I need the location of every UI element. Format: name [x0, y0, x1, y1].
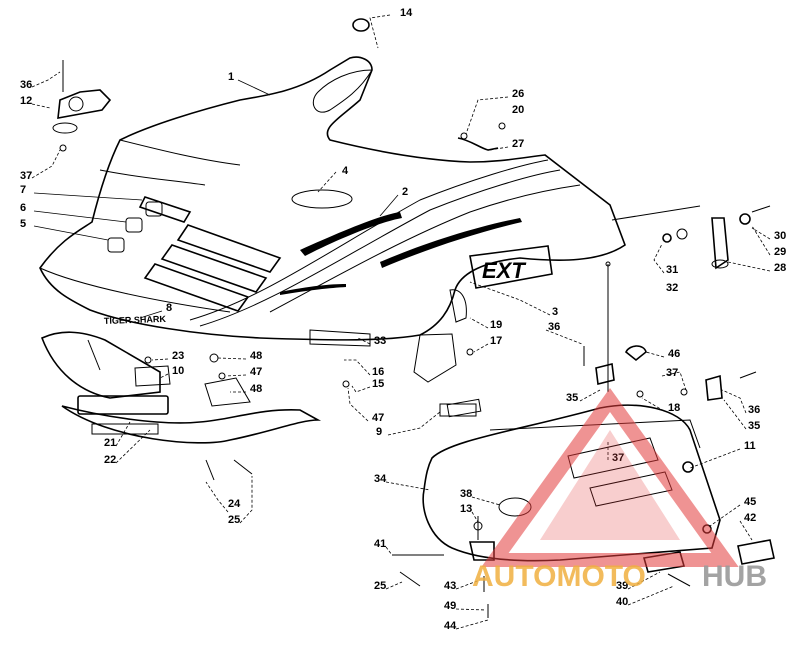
part-callout-30: 30 — [774, 230, 786, 242]
part-callout-33: 33 — [374, 335, 386, 347]
part-callout-43: 43 — [444, 580, 456, 592]
automotohub-watermark: AUTOMOTO HUB — [472, 388, 767, 593]
part-callout-38: 38 — [460, 488, 472, 500]
part-callout-37: 37 — [20, 170, 32, 182]
part-callout-48: 48 — [250, 350, 262, 362]
part-callout-8: 8 — [166, 302, 172, 314]
leader-lines — [31, 14, 771, 630]
part-callout-31: 31 — [666, 264, 678, 276]
part-callout-39: 39 — [616, 580, 628, 592]
part-callout-42: 42 — [744, 512, 756, 524]
part-callout-16: 16 — [372, 366, 384, 378]
watermark-triangle-fill-icon — [540, 430, 680, 540]
part-callout-47: 47 — [372, 412, 384, 424]
part-callout-29: 29 — [774, 246, 786, 258]
part-callout-47: 47 — [250, 366, 262, 378]
part-callout-9: 9 — [376, 426, 382, 438]
part-callout-36: 36 — [548, 321, 560, 333]
part-callout-4: 4 — [342, 165, 349, 177]
callout-labels: 1143612372620274765230292831323836191733… — [20, 7, 786, 632]
part-callout-22: 22 — [104, 454, 116, 466]
part-callout-11: 11 — [744, 440, 756, 452]
part-callout-6: 6 — [20, 202, 26, 214]
part-callout-48: 48 — [250, 383, 262, 395]
part-callout-19: 19 — [490, 319, 502, 331]
part-callout-35: 35 — [566, 392, 578, 404]
watermark-prefix: AUTOMOTO — [472, 560, 646, 593]
part-callout-20: 20 — [512, 104, 524, 116]
part-callout-10: 10 — [172, 365, 184, 377]
part-callout-3: 3 — [552, 306, 558, 318]
part-callout-2: 2 — [402, 186, 408, 198]
front-bumper-assembly — [40, 289, 467, 444]
part-callout-13: 13 — [460, 503, 472, 515]
part-callout-46: 46 — [668, 348, 680, 360]
part-callout-18: 18 — [668, 402, 680, 414]
part-callout-32: 32 — [666, 282, 678, 294]
watermark-suffix: HUB — [702, 560, 767, 593]
part-callout-45: 45 — [744, 496, 756, 508]
nameplate-text: TIGER SHARK — [104, 314, 167, 326]
hood-shell: EXT TIGER SHARK — [39, 56, 626, 341]
part-callout-36: 36 — [20, 79, 32, 91]
part-callout-40: 40 — [616, 596, 628, 608]
part-callout-49: 49 — [444, 600, 456, 612]
watermark-triangle-icon — [481, 388, 739, 567]
part-callout-17: 17 — [490, 335, 502, 347]
part-callout-25: 25 — [228, 514, 240, 526]
part-callout-28: 28 — [774, 262, 786, 274]
part-callout-1: 1 — [228, 71, 234, 83]
part-callout-24: 24 — [228, 498, 241, 510]
part-callout-12: 12 — [20, 95, 32, 107]
part-callout-5: 5 — [20, 218, 26, 230]
part-callout-36: 36 — [748, 404, 760, 416]
part-callout-27: 27 — [512, 138, 524, 150]
part-callout-14: 14 — [400, 7, 413, 19]
part-callout-26: 26 — [512, 88, 524, 100]
ext-decal: EXT — [469, 245, 553, 289]
part-callout-37: 37 — [612, 452, 624, 464]
part-callout-15: 15 — [372, 378, 384, 390]
part-callout-25: 25 — [374, 580, 386, 592]
part-callout-34: 34 — [374, 473, 387, 485]
part-callout-44: 44 — [444, 620, 457, 632]
ext-decal-text: EXT — [482, 258, 526, 283]
part-callout-41: 41 — [374, 538, 386, 550]
part-callout-23: 23 — [172, 350, 184, 362]
part-callout-35: 35 — [748, 420, 760, 432]
part-callout-37: 37 — [666, 367, 678, 379]
part-callout-7: 7 — [20, 184, 26, 196]
part-callout-21: 21 — [104, 437, 116, 449]
